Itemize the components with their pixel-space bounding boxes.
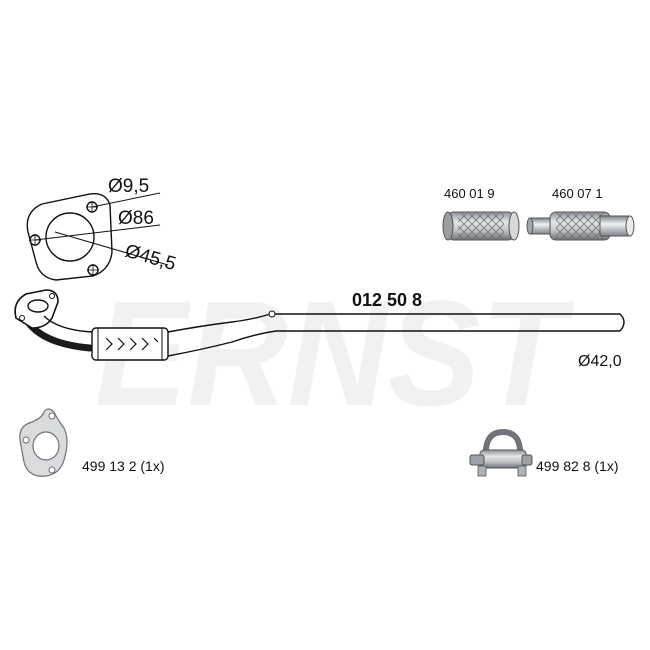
leader-bore [54,231,169,266]
gasket-label: 499 13 2 (1x) [82,458,165,474]
flex-pipe-460071-label: 460 07 1 [552,186,603,201]
clamp-label: 499 82 8 (1x) [536,458,619,474]
front-pipe-part-number: 012 50 8 [352,290,422,310]
flex-pipe-460019 [442,211,520,241]
flex-pipe-460019-label: 460 01 9 [444,186,495,201]
flange-bore [45,212,95,262]
clamp-499828 [469,428,533,477]
flange-outline [26,193,113,281]
flange-dimension-drawing [26,192,169,281]
brand-watermark-logo: ERNST [95,269,576,437]
front-pipe-012508 [14,289,625,361]
flex-pipe-460071 [526,211,635,241]
dim-bolt-hole: Ø9,5 [108,176,149,197]
front-pipe-diameter: Ø42,0 [578,353,622,370]
gasket-499132 [19,408,68,477]
leader-bolt-hole [91,192,161,208]
dim-bolt-circle: Ø86 [118,208,154,229]
leader-bolt-circle [34,224,161,241]
